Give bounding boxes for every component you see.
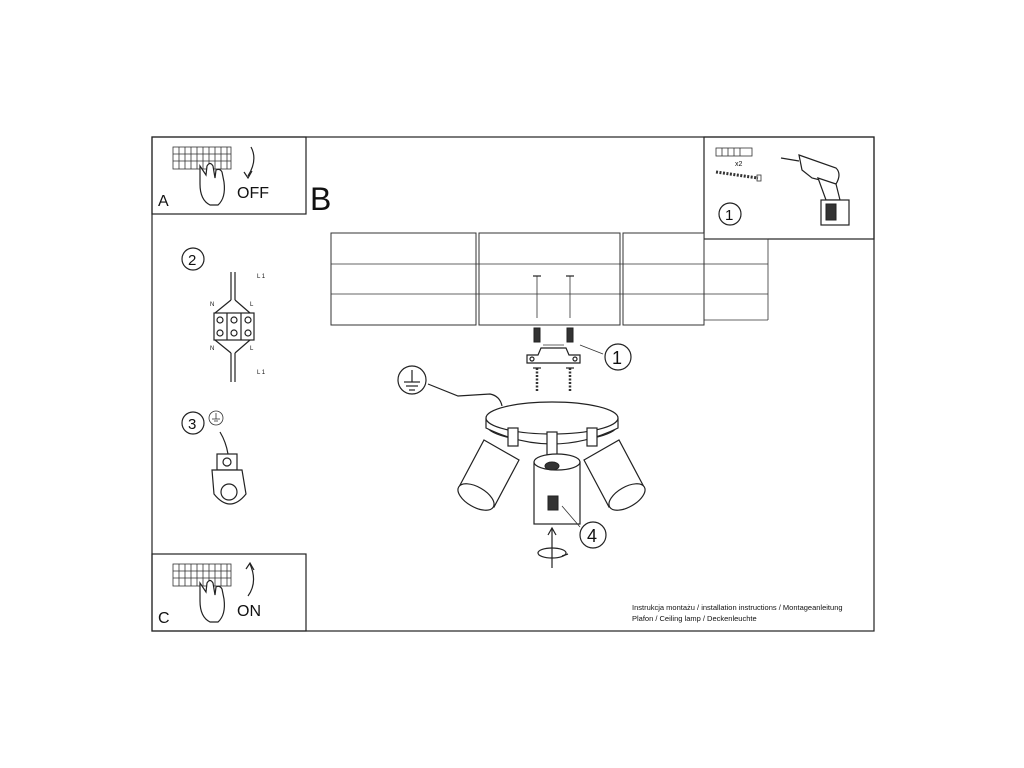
caption-line2: Plafon / Ceiling lamp / Deckenleuchte bbox=[632, 614, 757, 623]
mounting-screws bbox=[533, 275, 574, 343]
step1-mount-number: 1 bbox=[612, 348, 622, 368]
lamp-shade-right bbox=[583, 427, 646, 511]
step3-ground: 3 bbox=[181, 410, 247, 505]
hand-icon bbox=[199, 162, 225, 206]
rotate-arrow-icon bbox=[537, 526, 569, 568]
terminal-label-l-bottom: L bbox=[250, 346, 254, 352]
lamp-shade-left bbox=[457, 427, 520, 511]
hand-icon bbox=[199, 579, 225, 623]
step4-number: 4 bbox=[587, 526, 597, 546]
terminal-label-n-bottom: N bbox=[210, 346, 214, 352]
panel-a-action: OFF bbox=[237, 185, 269, 202]
ground-icon bbox=[397, 365, 427, 395]
lamp-shade-center bbox=[533, 431, 581, 525]
screw-icon bbox=[715, 170, 762, 182]
terminal-label-l1-top: L 1 bbox=[257, 274, 266, 280]
ground-wire bbox=[427, 383, 503, 407]
panel-b-letter: B bbox=[310, 181, 331, 217]
terminal-label-l1-bottom: L 1 bbox=[257, 370, 266, 376]
terminal-label-l-top: L bbox=[250, 302, 254, 308]
fuse-box-icon bbox=[172, 146, 232, 170]
lamp-canopy bbox=[485, 401, 619, 445]
bracket-screws bbox=[533, 367, 574, 392]
step1-tools-number: 1 bbox=[725, 207, 733, 224]
step2-number: 2 bbox=[188, 252, 196, 269]
switch-off-arrow-icon bbox=[247, 146, 255, 177]
step3-number: 3 bbox=[188, 416, 196, 433]
step2-wiring: 2 L 1 N L N L L 1 bbox=[181, 247, 266, 382]
panel-c-action: ON bbox=[237, 603, 261, 620]
mounting-bracket bbox=[526, 344, 581, 364]
ground-icon bbox=[208, 410, 224, 426]
anchor-quantity: x2 bbox=[735, 161, 743, 168]
fuse-box-icon bbox=[172, 563, 232, 587]
wall-plug-icon bbox=[715, 147, 753, 157]
ceiling bbox=[330, 232, 769, 326]
drill-icon bbox=[780, 154, 850, 226]
terminal-label-n-top: N bbox=[210, 302, 214, 308]
panel-c: C ON bbox=[151, 553, 307, 632]
panel-c-letter: C bbox=[158, 610, 170, 627]
diagram-frame bbox=[151, 136, 875, 632]
caption-line1: Instrukcja montażu / installation instru… bbox=[632, 603, 843, 612]
panel-a-letter: A bbox=[158, 193, 169, 210]
step1-tools-panel: x2 1 bbox=[703, 136, 875, 240]
panel-a: A OFF bbox=[151, 136, 307, 215]
switch-on-arrow-icon bbox=[247, 563, 255, 597]
